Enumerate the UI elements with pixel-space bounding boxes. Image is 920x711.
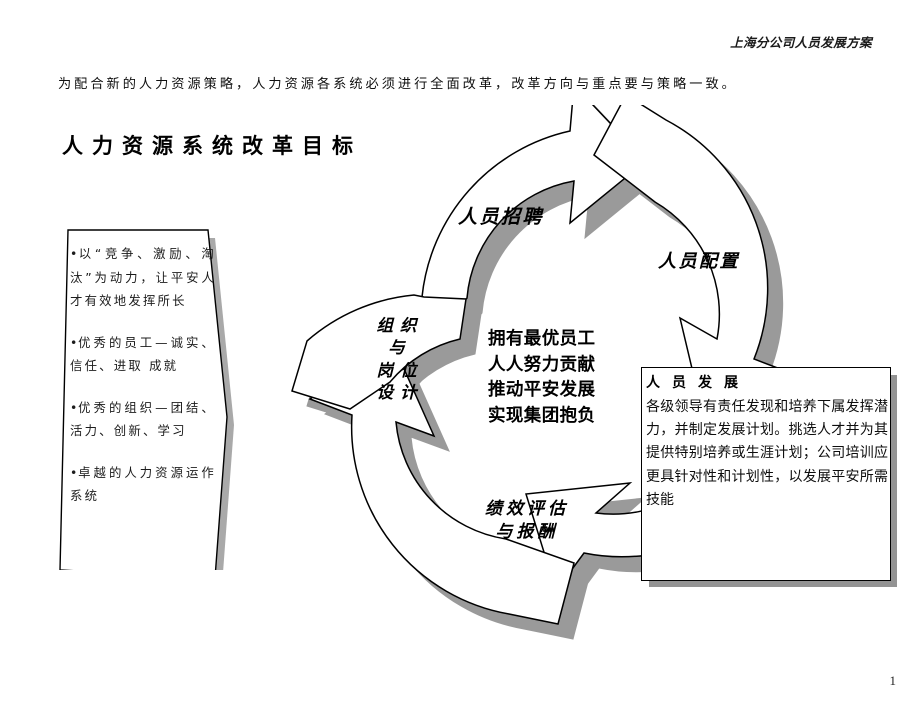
list-item: •优秀的组织—团结、活力、创新、学习 (70, 396, 216, 443)
cycle-center-statement: 拥有最优员工 人人努力贡献 推动平安发展 实现集团抱负 (488, 327, 595, 429)
center-statement-line3: 推动平安发展 (488, 380, 596, 400)
bullet-list: •以“竞争、激励、淘汰”为动力，让平安人才有效地发挥所长 •优秀的员工—诚实、信… (70, 242, 216, 508)
arrow-performance (308, 340, 575, 625)
cycle-label-organization-line3: 岗位 (376, 360, 424, 380)
bullet-text: 以“竞争、激励、淘汰”为动力，让平安人才有效地发挥所长 (70, 246, 216, 308)
bullet-text: 优秀的组织—团结、活力、创新、学习 (70, 399, 216, 439)
bullet-text: 优秀的员工—诚实、信任、进取 成就 (70, 334, 216, 374)
cycle-label-organization-line1: 组织 (376, 316, 424, 335)
center-statement-line4: 实现集团抱负 (488, 405, 596, 426)
bullet-marker: • (70, 334, 78, 350)
personnel-development-callout: 人员发展 各级领导有责任发现和培养下属发挥潜力，并制定发展计划。挑选人才并为其提… (641, 367, 891, 581)
bullet-text: 卓越的人力资源运作系统 (70, 464, 216, 504)
goals-bullet-box: •以“竞争、激励、淘汰”为动力，让平安人才有效地发挥所长 •优秀的员工—诚实、信… (52, 220, 242, 570)
intro-paragraph: 为配合新的人力资源策略，人力资源各系统必须进行全面改革，改革方向与重点要与策略一… (58, 77, 738, 92)
cycle-label-organization: 组织 与 岗位 设计 (352, 315, 448, 404)
center-statement-line1: 拥有最优员工 (488, 329, 596, 349)
list-item: •以“竞争、激励、淘汰”为动力，让平安人才有效地发挥所长 (70, 242, 216, 313)
slide-header-title: 上海分公司人员发展方案 (730, 35, 872, 50)
cycle-label-performance: 绩效评估 与报酬 (462, 498, 592, 544)
cycle-label-recruitment: 人员招聘 (458, 206, 545, 228)
bullet-box-outline (59, 229, 228, 570)
arrow-allocate (593, 105, 798, 421)
cycle-label-performance-line1: 绩效评估 (485, 499, 569, 519)
bullet-marker: • (70, 399, 78, 415)
page-number: 1 (889, 673, 897, 688)
list-item: •优秀的员工—诚实、信任、进取 成就 (70, 331, 216, 378)
cycle-label-organization-line4: 设计 (376, 382, 424, 402)
bullet-box-shape (59, 229, 234, 570)
bullet-marker: • (70, 464, 78, 480)
cycle-label-organization-line2: 与 (388, 338, 412, 358)
list-item: •卓越的人力资源运作系统 (70, 461, 216, 508)
callout-title: 人员发展 (646, 375, 750, 391)
callout-body-text: 各级领导有责任发现和培养下属发挥潜力，并制定发展计划。挑选人才并为其提供特别培养… (646, 399, 888, 508)
cycle-label-performance-line2: 与报酬 (495, 521, 559, 542)
page-title: 人力资源系统改革目标 (62, 134, 362, 158)
cycle-label-allocation-text: 人员配置 (658, 251, 740, 272)
bullet-marker: • (70, 246, 78, 261)
center-statement-line2: 人人努力贡献 (488, 354, 596, 375)
arrow-organization (291, 294, 467, 410)
cycle-label-allocation: 人员配置 (658, 250, 740, 274)
